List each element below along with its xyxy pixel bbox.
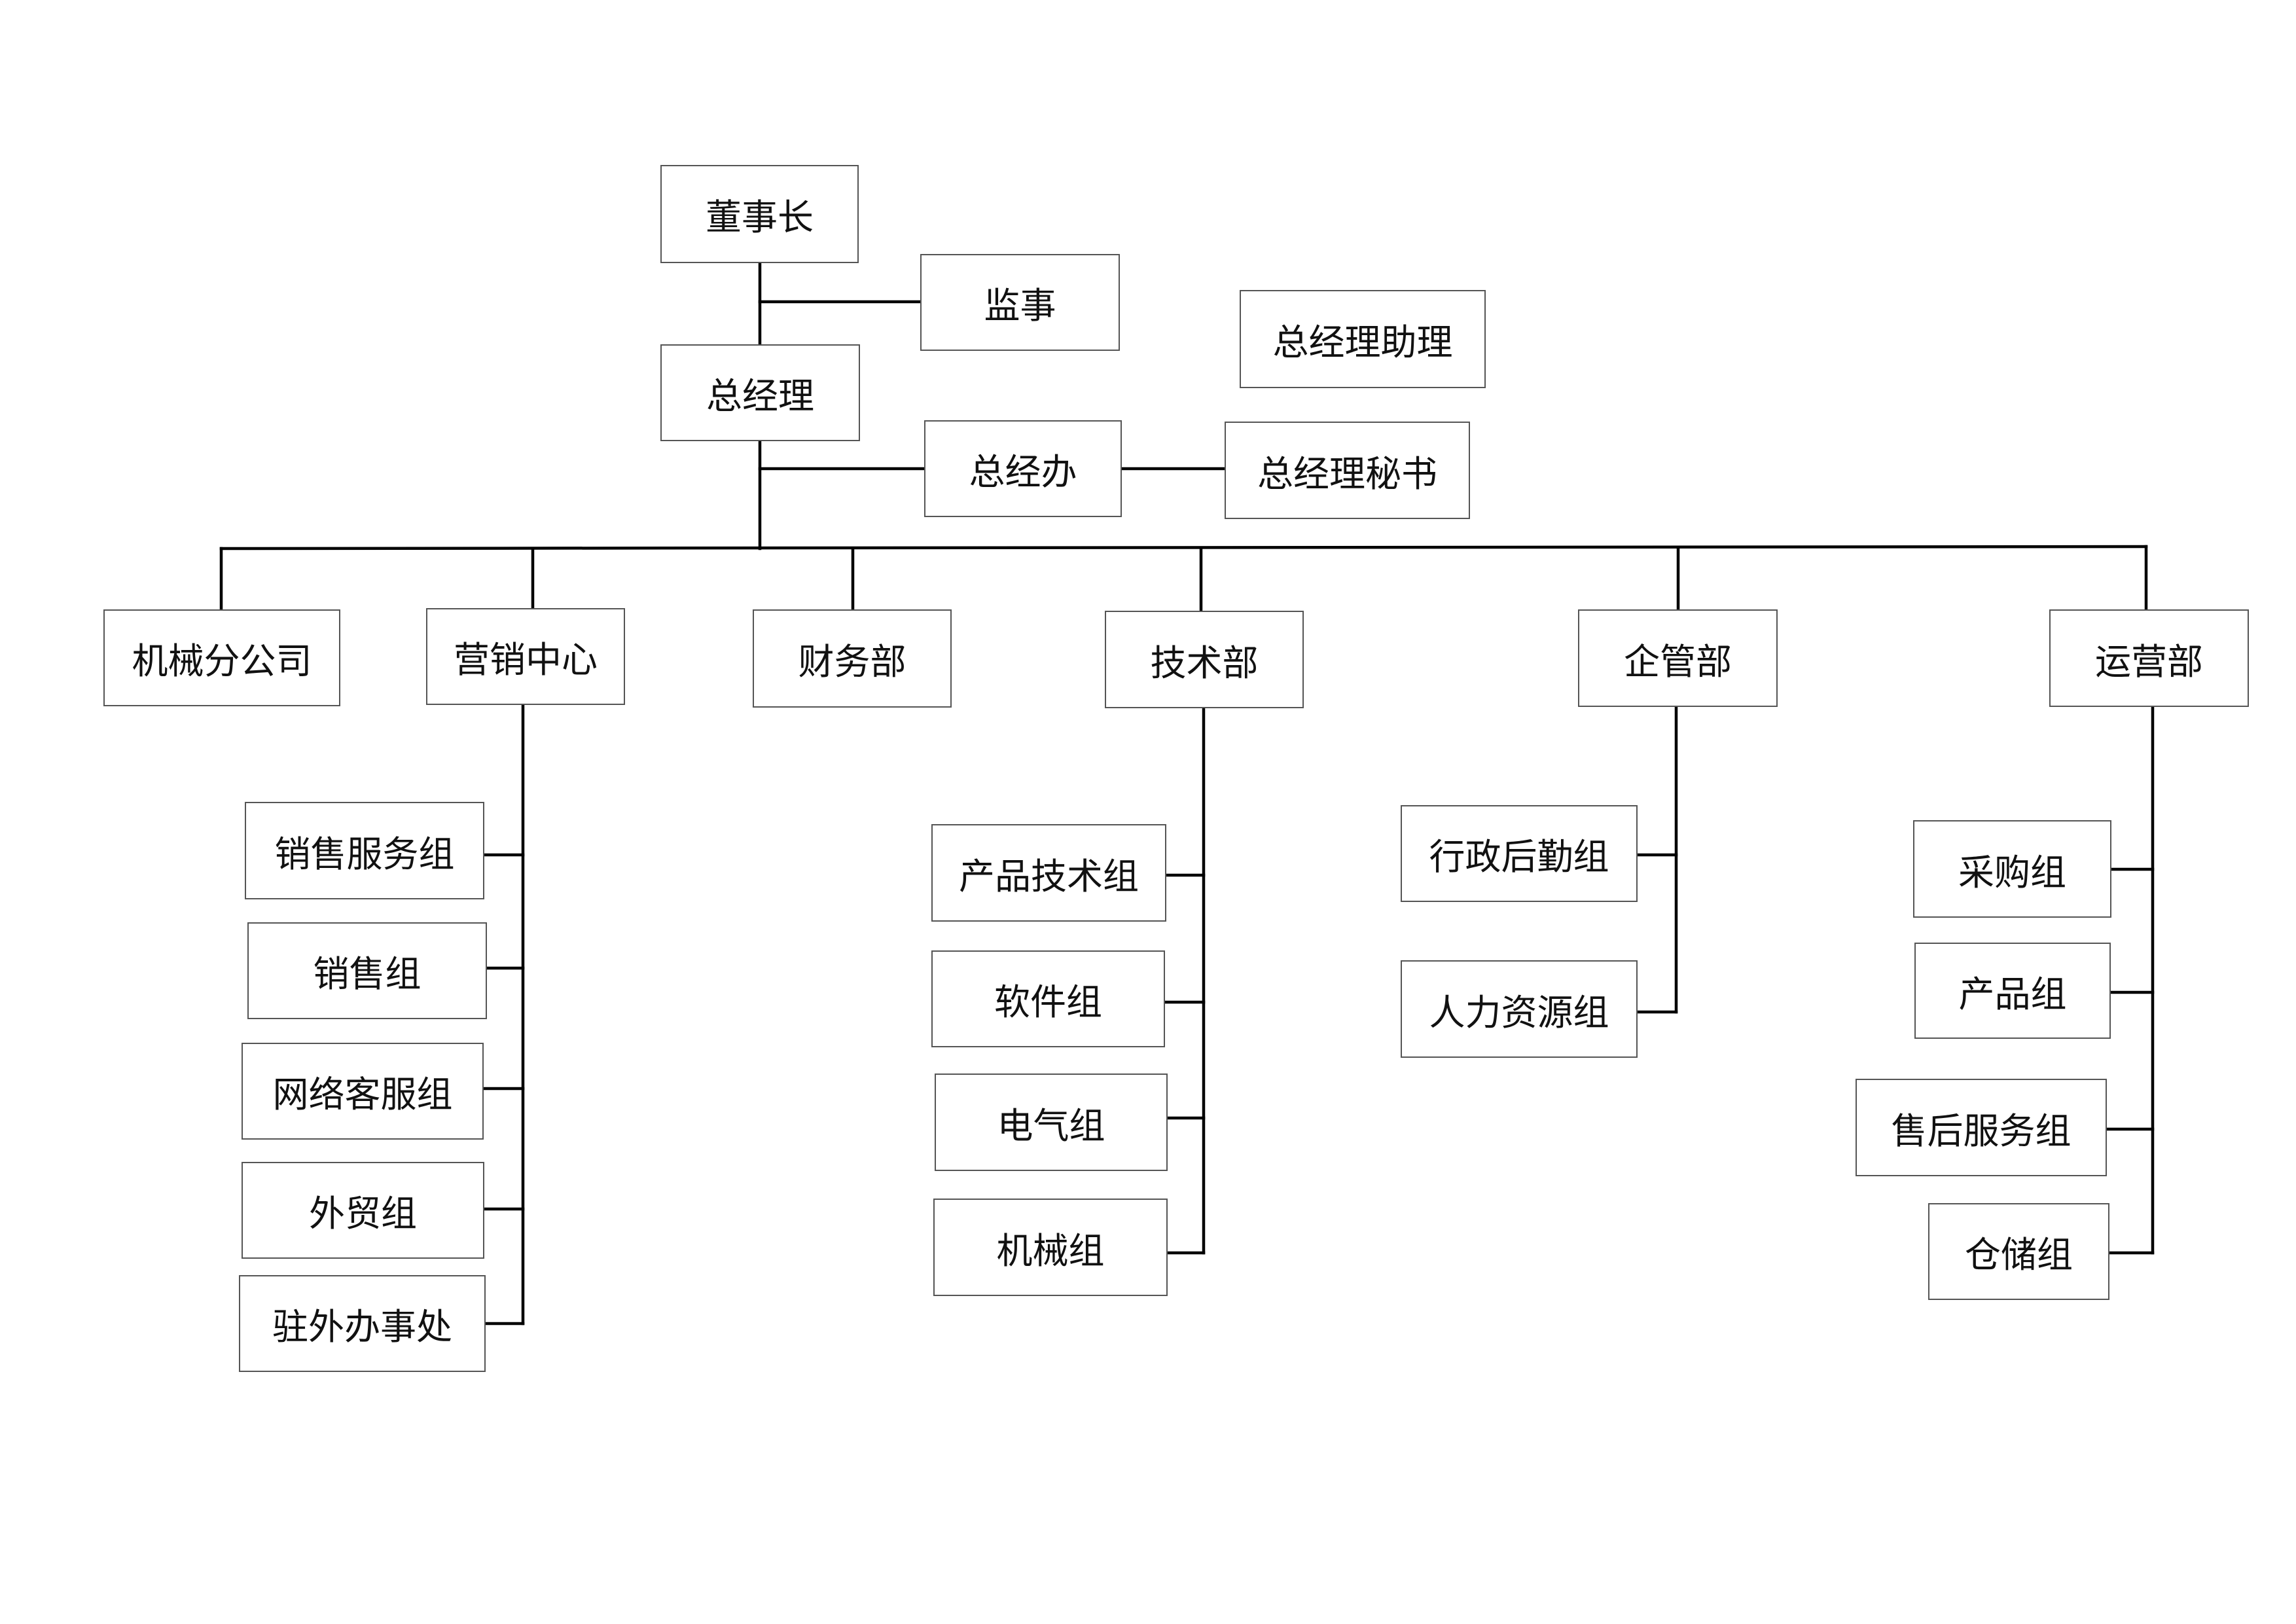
node-operations-dept: 运营部 (2049, 609, 2249, 707)
node-chairman: 董事长 (660, 165, 859, 263)
node-marketing-center: 营销中心 (426, 608, 625, 705)
node-sales-group: 销售组 (247, 922, 487, 1019)
node-finance-dept: 财务部 (753, 609, 952, 708)
node-gm-assistant: 总经理助理 (1240, 290, 1486, 388)
node-warehouse-group: 仓储组 (1928, 1203, 2109, 1300)
node-gm-office: 总经办 (924, 420, 1122, 517)
node-mechanical-group: 机械组 (933, 1199, 1168, 1296)
connector-line (219, 545, 2148, 550)
node-external-office: 驻外办事处 (239, 1275, 486, 1372)
node-product-group: 产品组 (1914, 943, 2111, 1039)
node-supervisor: 监事 (920, 254, 1120, 351)
node-gm-secretary: 总经理秘书 (1225, 422, 1470, 519)
node-machinery-branch: 机械分公司 (103, 609, 340, 706)
node-tech-dept: 技术部 (1105, 611, 1304, 708)
node-electrical-group: 电气组 (935, 1074, 1168, 1171)
node-gm: 总经理 (660, 344, 860, 441)
node-software-group: 软件组 (931, 950, 1165, 1047)
node-sales-service-group: 销售服务组 (245, 802, 484, 899)
node-foreign-trade-group: 外贸组 (242, 1162, 484, 1259)
node-purchasing-group: 采购组 (1913, 820, 2111, 918)
node-online-cs-group: 网络客服组 (242, 1043, 484, 1140)
node-after-sales-group: 售后服务组 (1856, 1079, 2107, 1176)
node-product-tech-group: 产品技术组 (931, 824, 1166, 922)
node-admin-logistics-group: 行政后勤组 (1401, 805, 1638, 902)
node-hr-group: 人力资源组 (1401, 960, 1638, 1058)
node-enterprise-mgmt-dept: 企管部 (1578, 609, 1778, 707)
